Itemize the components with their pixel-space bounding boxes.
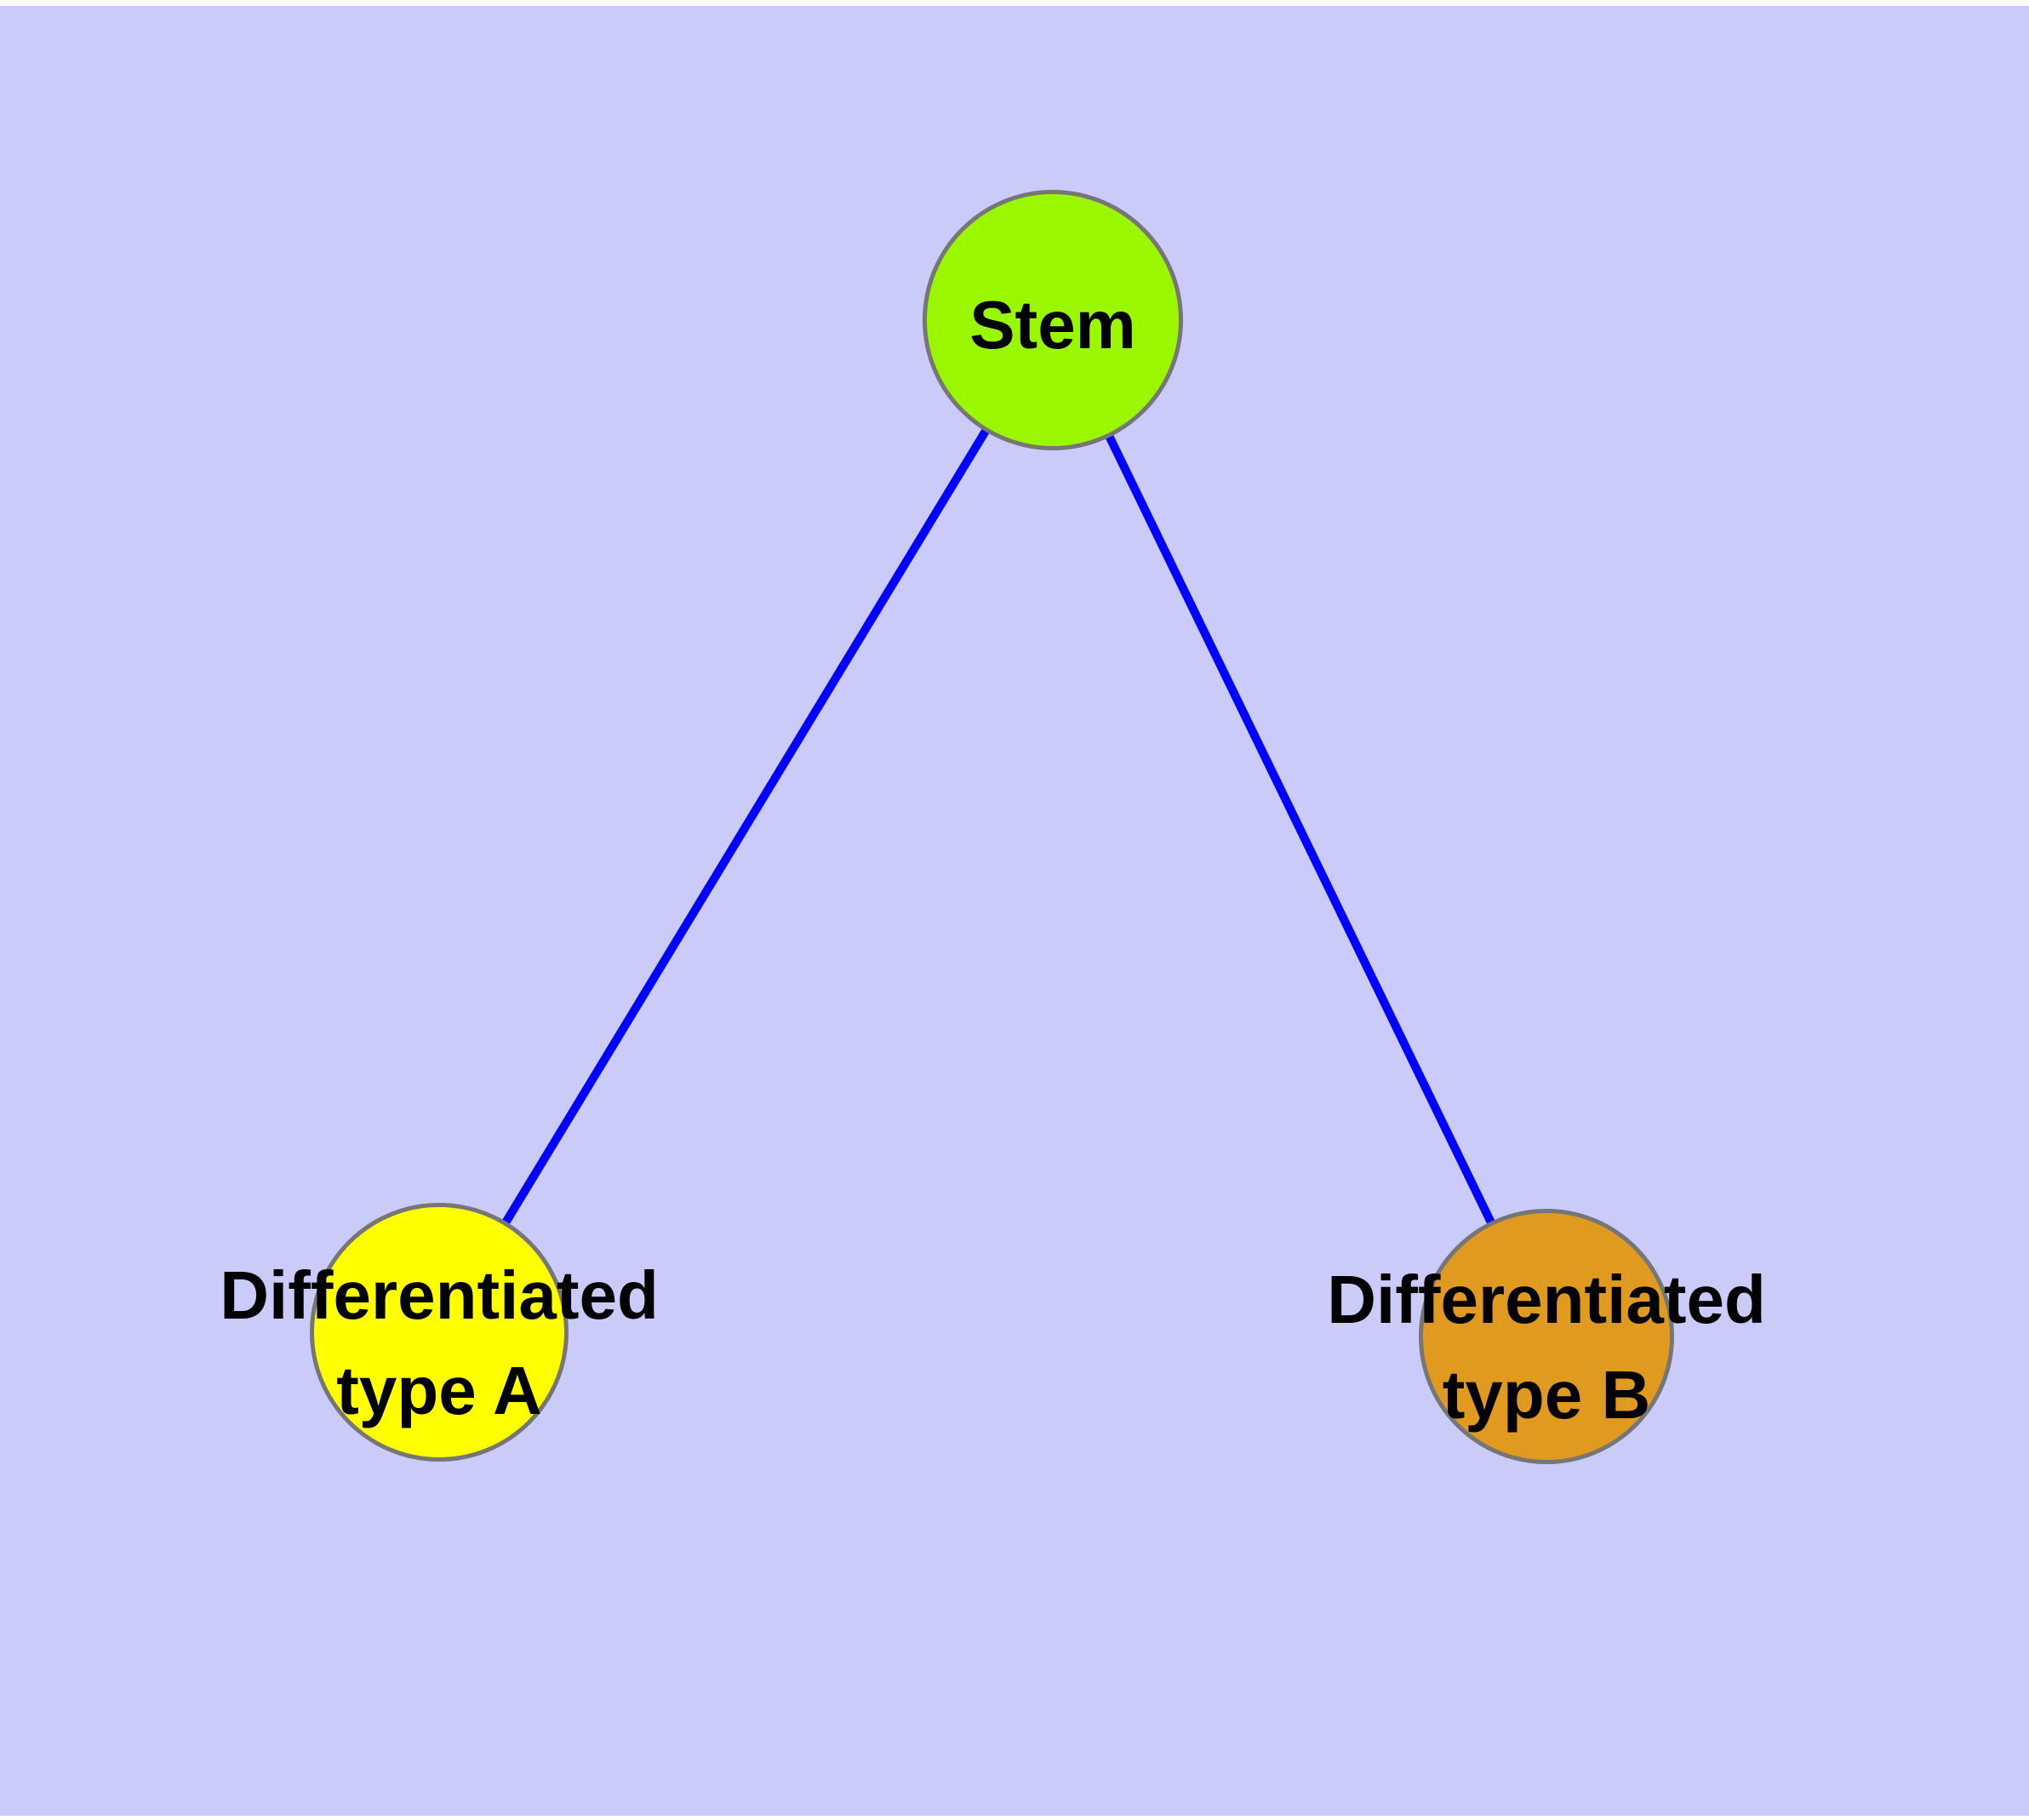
edge-stem-to-type-a bbox=[435, 318, 1057, 1335]
edge-stem-to-type-b bbox=[1049, 318, 1551, 1339]
node-differentiated-type-a bbox=[310, 1203, 569, 1462]
node-differentiated-type-b-label: Differentiated type B bbox=[1327, 1262, 1766, 1433]
node-stem: Stem bbox=[923, 190, 1183, 450]
node-differentiated-type-b bbox=[1419, 1209, 1674, 1464]
node-differentiated-type-a-label: Differentiated type A bbox=[220, 1257, 659, 1428]
node-stem-label: Stem bbox=[969, 287, 1136, 363]
